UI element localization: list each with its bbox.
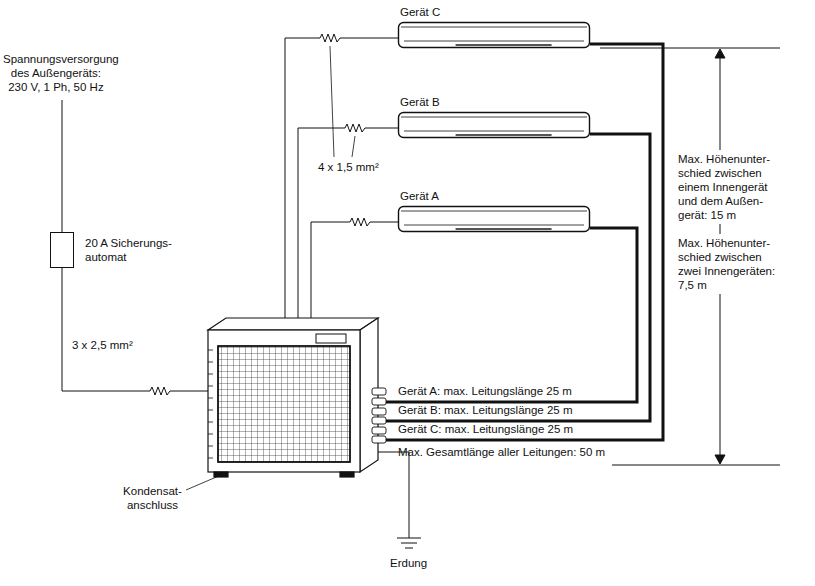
refrigerant-pipes (386, 44, 663, 440)
part-label: Erdung (390, 556, 427, 570)
wall-unit-outline (398, 22, 590, 48)
unit-name: Gerät A (400, 189, 439, 203)
indoor-unit: Gerät C (398, 22, 590, 48)
power-wire (62, 100, 208, 395)
pipe-ports (372, 388, 386, 443)
total-length-note: Max. Gesamtlänge aller Leitungen: 50 m (398, 445, 605, 459)
indoor-unit: Gerät B (398, 112, 590, 138)
unit-name: Gerät B (400, 95, 440, 109)
height-note: Max. Höhenunter- schied zwischen einem I… (676, 150, 781, 224)
indoor-unit: Gerät A (398, 206, 590, 232)
breaker-label: 20 A Sicherungs- automat (85, 236, 179, 264)
pipe-length-note: Gerät C: max. Leitungslänge 25 m (398, 422, 573, 436)
ground-symbol (378, 452, 421, 548)
power-supply-note: Spannungsversorgung des Außengeräts: 230… (3, 52, 109, 94)
unit-name: Gerät C (400, 5, 440, 19)
pipe-length-note: Gerät A: max. Leitungslänge 25 m (398, 384, 572, 398)
cable-spec: 4 x 1,5 mm² (318, 160, 379, 174)
wall-unit-outline (398, 112, 590, 138)
signal-wires (285, 34, 398, 324)
height-note: Max. Höhenunter- schied zwischen zwei In… (676, 234, 781, 294)
cable-spec: 3 x 2,5 mm² (72, 338, 133, 352)
outdoor-unit (208, 318, 386, 477)
circuit-breaker: 20 A Sicherungs- automat (50, 232, 74, 268)
wall-unit-outline (398, 206, 590, 232)
part-label: Kondensat- anschluss (118, 484, 187, 512)
pipe-length-note: Gerät B: max. Leitungslänge 25 m (398, 403, 573, 417)
